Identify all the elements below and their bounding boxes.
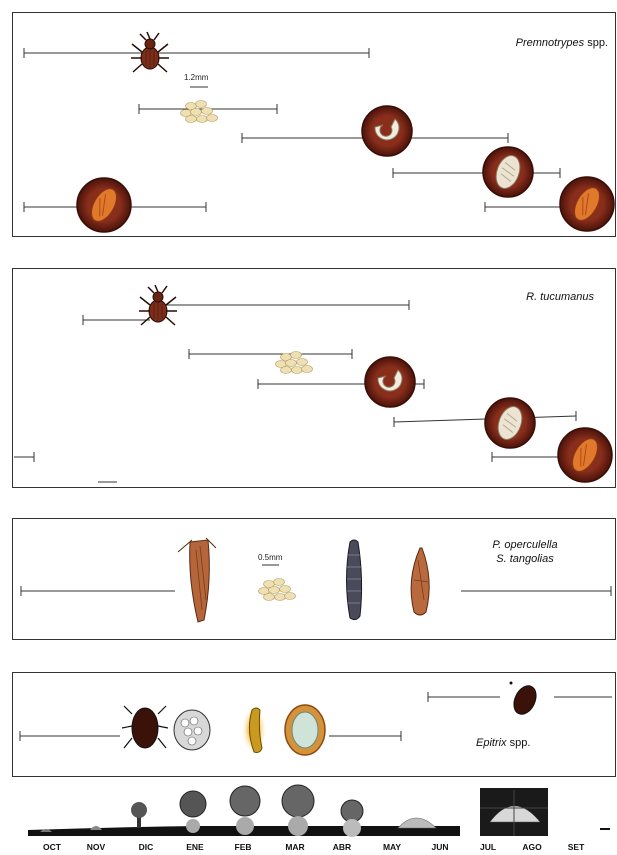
month-label: JUN xyxy=(431,842,448,852)
month-label: AGO xyxy=(522,842,542,852)
eggs-icon xyxy=(276,352,313,374)
scale-label-1: 1.2mm xyxy=(184,73,209,82)
flea-beetle-larva-icon xyxy=(241,705,267,755)
soil-prepupa-icon xyxy=(485,398,535,448)
soil-prepupa-icon xyxy=(483,147,533,197)
soil-larva-icon xyxy=(362,106,412,156)
moth-larva-icon xyxy=(347,540,362,620)
month-label: MAR xyxy=(285,842,304,852)
month-label: NOV xyxy=(87,842,106,852)
month-label: FEB xyxy=(235,842,252,852)
month-label: ABR xyxy=(333,842,351,852)
adult-weevil-icon xyxy=(131,32,169,72)
month-label: OCT xyxy=(43,842,62,852)
month-label: MAY xyxy=(383,842,401,852)
eggs-icon xyxy=(181,101,218,123)
flea-beetle-eggs-icon xyxy=(174,710,210,750)
month-label: SET xyxy=(568,842,585,852)
flea-beetle-adult-small-icon xyxy=(510,682,541,718)
panel3-bars xyxy=(21,586,611,596)
moth-eggs-icon xyxy=(259,579,296,601)
soil-pupa-icon xyxy=(77,178,131,232)
flea-beetle-adult-icon xyxy=(122,706,168,748)
moth-pupa-icon xyxy=(411,548,429,615)
soil-pupa-icon xyxy=(560,177,614,231)
flea-beetle-pupa-icon xyxy=(285,705,325,755)
panel2-bars xyxy=(14,300,600,482)
month-label: DIC xyxy=(139,842,154,852)
soil-pupa-icon xyxy=(558,428,612,482)
crop-phenology-strip xyxy=(28,785,610,837)
month-label: JUL xyxy=(480,842,496,852)
scale-label-3: 0.5mm xyxy=(258,553,283,562)
moth-adult-icon xyxy=(178,538,216,622)
soil-larva-icon xyxy=(365,357,415,407)
month-label: ENE xyxy=(186,842,204,852)
month-axis: OCT NOV DIC ENE FEB MAR ABR MAY JUN JUL AGO SET xyxy=(43,842,585,852)
